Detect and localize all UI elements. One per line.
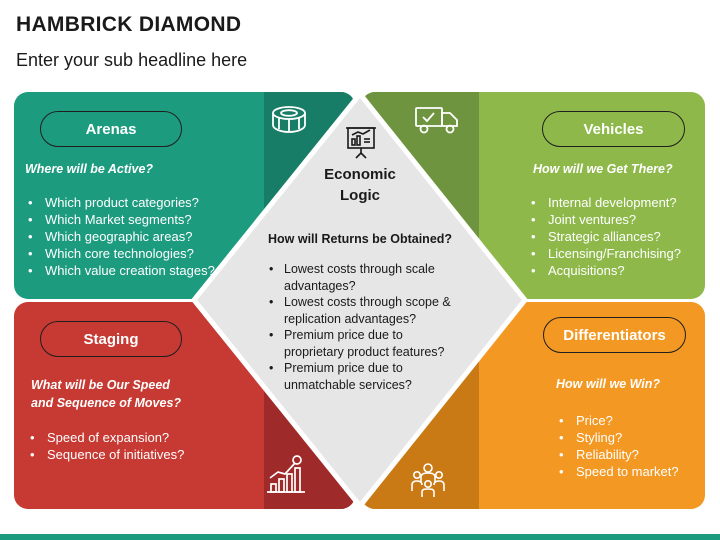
differentiators-list: Price? Styling? Reliability? Speed to ma… (556, 412, 679, 480)
presentation-chart-icon (346, 127, 376, 159)
arenas-question: Where will be Active? (25, 162, 154, 176)
list-item: Which core technologies? (25, 245, 215, 262)
list-item: Which product categories? (25, 194, 215, 211)
list-item-line: Premium price due to (284, 328, 403, 342)
staging-question-line2: and Sequence of Moves? (31, 396, 182, 410)
list-item: Reliability? (556, 446, 679, 463)
economic-logic-title-line2: Logic (340, 187, 380, 204)
arenas-label: Arenas (40, 111, 182, 147)
list-item-line: unmatchable services? (284, 377, 412, 392)
list-item: Price? (556, 412, 679, 429)
economic-logic-list: Lowest costs through scale advantages? Lo… (268, 261, 451, 393)
list-item: Speed of expansion? (27, 429, 184, 446)
list-item: Which value creation stages? (25, 262, 215, 279)
list-item-line: proprietary product features? (284, 344, 445, 359)
differentiators-question: How will we Win? (556, 377, 661, 391)
footer-bar (0, 534, 720, 540)
growth-chart-icon (267, 455, 305, 493)
list-item-line: replication advantages? (284, 311, 417, 326)
list-item: Styling? (556, 429, 679, 446)
list-item: Premium price due to unmatchable services… (268, 360, 451, 393)
list-item: Lowest costs through scale advantages? (268, 261, 451, 294)
vehicles-question: How will we Get There? (533, 162, 673, 176)
stadium-icon (272, 106, 306, 133)
list-item: Which Market segments? (25, 211, 215, 228)
staging-list: Speed of expansion? Sequence of initiati… (27, 429, 184, 463)
list-item-line: Lowest costs through scope & (284, 295, 451, 309)
vehicles-list: Internal development? Joint ventures? St… (528, 194, 681, 279)
list-item: Joint ventures? (528, 211, 681, 228)
list-item: Internal development? (528, 194, 681, 211)
economic-logic-title: Economic Logic (300, 164, 420, 206)
economic-logic-title-line1: Economic (324, 166, 396, 183)
list-item: Speed to market? (556, 463, 679, 480)
arenas-list: Which product categories? Which Market s… (25, 194, 215, 279)
list-item: Lowest costs through scope & replication … (268, 294, 451, 327)
economic-logic-question: How will Returns be Obtained? (268, 232, 453, 246)
list-item: Which geographic areas? (25, 228, 215, 245)
vehicles-label: Vehicles (542, 111, 685, 147)
list-item: Sequence of initiatives? (27, 446, 184, 463)
list-item: Acquisitions? (528, 262, 681, 279)
page-title: HAMBRICK DIAMOND (16, 13, 242, 36)
page-subtitle: Enter your sub headline here (16, 50, 248, 70)
list-item-line: advantages? (284, 278, 356, 293)
list-item: Premium price due to proprietary product … (268, 327, 451, 360)
list-item: Licensing/Franchising? (528, 245, 681, 262)
differentiators-label: Differentiators (543, 317, 686, 353)
staging-question-line1: What will be Our Speed (31, 378, 170, 392)
staging-label: Staging (40, 321, 182, 357)
list-item-line: Premium price due to (284, 361, 403, 375)
delivery-truck-icon (415, 107, 458, 134)
team-icon (411, 463, 445, 497)
list-item-line: Lowest costs through scale (284, 262, 435, 276)
list-item: Strategic alliances? (528, 228, 681, 245)
